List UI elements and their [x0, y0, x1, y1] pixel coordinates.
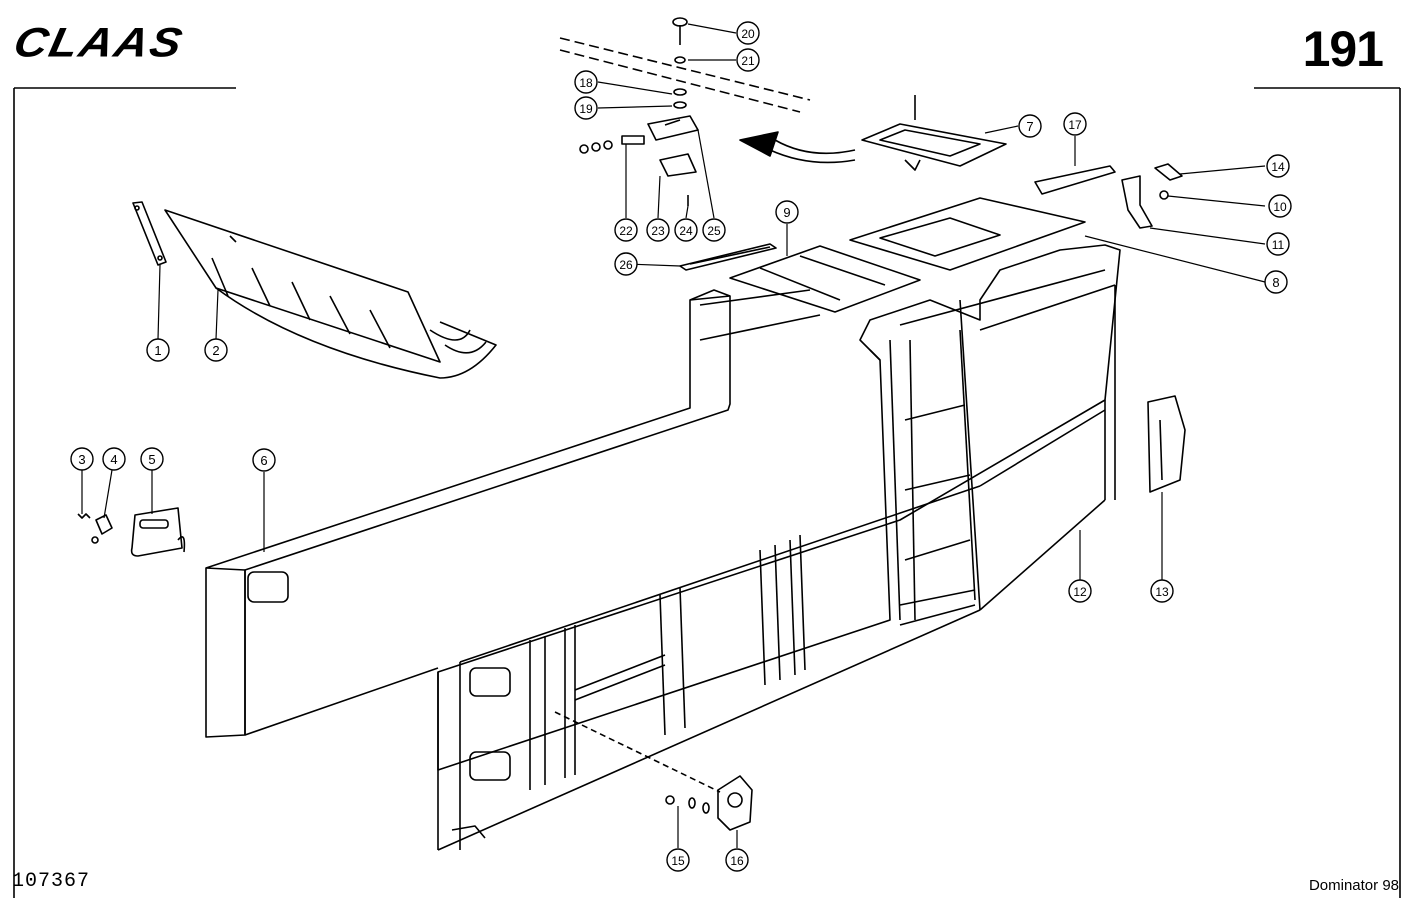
svg-text:6: 6 — [260, 453, 267, 468]
svg-text:5: 5 — [148, 452, 155, 467]
callout-19: 19 — [574, 96, 598, 120]
part-6-side-panel — [205, 289, 821, 738]
svg-text:19: 19 — [579, 102, 593, 116]
part-1-strip — [132, 201, 167, 266]
direction-arrow — [739, 131, 856, 164]
part-12-main-frame — [437, 244, 1121, 851]
part-9-plate — [729, 245, 921, 313]
callout-1: 1 — [146, 338, 170, 362]
svg-text:25: 25 — [707, 224, 721, 238]
svg-text:18: 18 — [579, 76, 593, 90]
callout-20: 20 — [736, 21, 760, 45]
callout-17: 17 — [1063, 112, 1087, 136]
svg-text:11: 11 — [1272, 238, 1285, 252]
callout-13: 13 — [1150, 579, 1174, 603]
callout-14: 14 — [1266, 154, 1290, 178]
svg-text:16: 16 — [730, 854, 744, 868]
part-11-bracket — [1121, 175, 1153, 229]
callout-9: 9 — [775, 200, 799, 224]
part-16-flange — [554, 711, 753, 831]
callout-15: 15 — [666, 848, 690, 872]
drawing-number: 107367 — [12, 870, 91, 893]
callout-12: 12 — [1068, 579, 1092, 603]
svg-text:26: 26 — [619, 258, 633, 272]
part-15-bolt-kit — [665, 795, 710, 814]
callout-2: 2 — [204, 338, 228, 362]
model-name: Dominator 98 — [1308, 877, 1399, 894]
callout-7: 7 — [1018, 114, 1042, 138]
part-8-top-plate — [849, 197, 1086, 271]
part-10-nut — [1159, 190, 1169, 200]
callout-24: 24 — [674, 218, 698, 242]
part-5-cover-plate — [130, 507, 186, 557]
svg-text:17: 17 — [1068, 118, 1082, 132]
svg-text:8: 8 — [1272, 275, 1279, 290]
svg-text:10: 10 — [1273, 200, 1287, 214]
svg-text:7: 7 — [1026, 119, 1033, 134]
callout-22: 22 — [614, 218, 638, 242]
svg-text:14: 14 — [1271, 160, 1285, 174]
callout-18: 18 — [574, 70, 598, 94]
svg-text:15: 15 — [671, 854, 685, 868]
callout-markers: 1 2 3 4 5 6 7 8 9 10 11 12 13 14 15 16 1… — [70, 21, 1292, 872]
fastener-stack — [559, 17, 811, 206]
svg-text:24: 24 — [679, 224, 693, 238]
callout-6: 6 — [252, 448, 276, 472]
svg-text:13: 13 — [1155, 585, 1169, 599]
callout-3: 3 — [70, 447, 94, 471]
part-7-lid — [861, 95, 1007, 171]
svg-text:22: 22 — [619, 224, 633, 238]
callout-21: 21 — [736, 48, 760, 72]
svg-text:9: 9 — [783, 205, 790, 220]
callout-23: 23 — [646, 218, 670, 242]
callout-10: 10 — [1268, 194, 1292, 218]
callout-26: 26 — [614, 252, 638, 276]
part-14-clip — [1154, 163, 1183, 181]
part-4-clip — [91, 514, 113, 544]
callout-25: 25 — [702, 218, 726, 242]
callout-8: 8 — [1264, 270, 1288, 294]
svg-text:3: 3 — [78, 452, 85, 467]
page-number: 191 — [1302, 21, 1384, 77]
part-17-bracket — [1034, 165, 1116, 195]
svg-text:2: 2 — [212, 343, 219, 358]
svg-text:20: 20 — [741, 27, 755, 41]
callout-11: 11 — [1266, 232, 1290, 256]
part-13-bracket — [1147, 395, 1186, 493]
part-26-strip — [679, 243, 777, 271]
callout-16: 16 — [725, 848, 749, 872]
part-3-spring — [77, 513, 91, 519]
page-frame — [13, 87, 1401, 898]
svg-text:23: 23 — [651, 224, 665, 238]
svg-text:1: 1 — [154, 343, 161, 358]
svg-text:4: 4 — [110, 452, 117, 467]
leader-lines — [81, 23, 1266, 848]
svg-text:12: 12 — [1073, 585, 1087, 599]
svg-text:21: 21 — [741, 54, 755, 68]
part-2-cover-sheet — [164, 209, 497, 379]
callout-5: 5 — [140, 447, 164, 471]
callout-4: 4 — [102, 447, 126, 471]
